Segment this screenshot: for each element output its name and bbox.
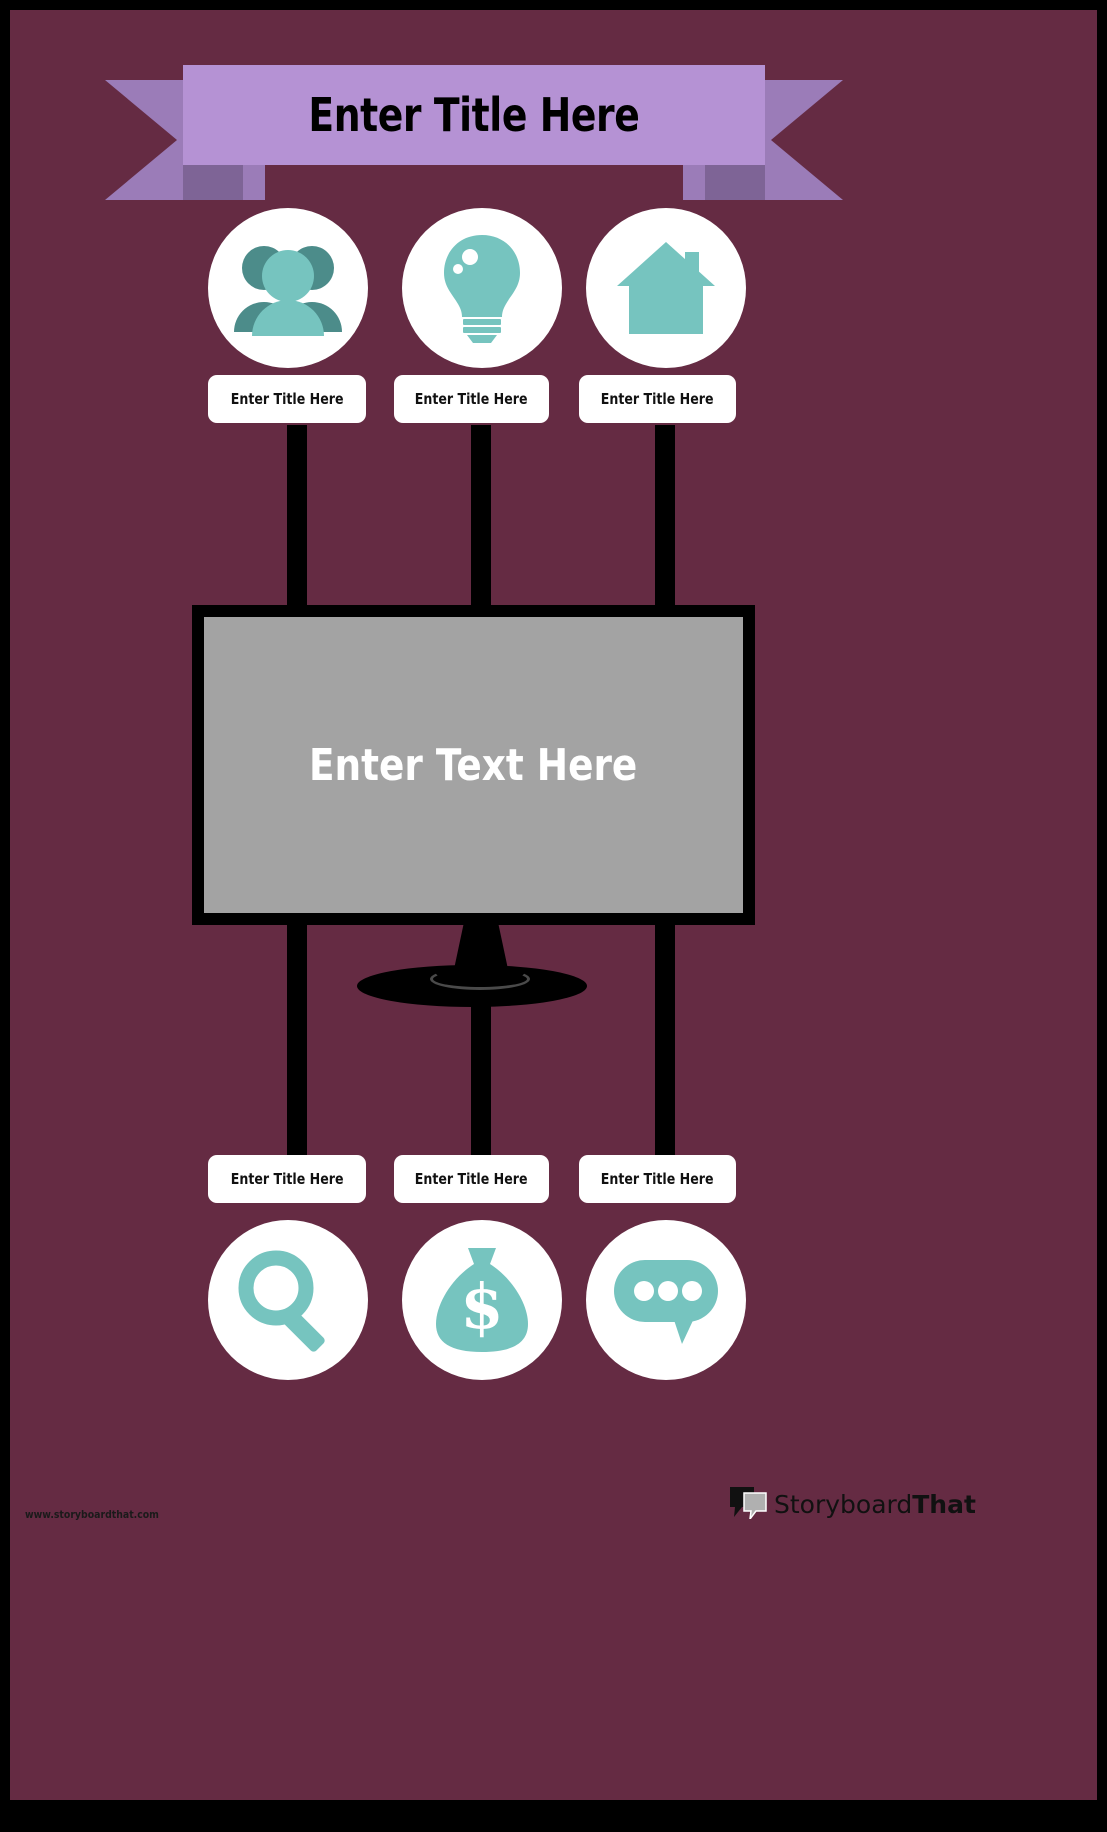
center-text[interactable]: Enter Text Here [309,739,638,791]
page-title[interactable]: Enter Title Here [308,88,640,142]
connector-center-top [471,425,491,625]
footer-url[interactable]: www.storyboardthat.com [25,1508,159,1521]
icon-circle-chat-bubble[interactable] [586,1220,746,1380]
label-pill-top-2[interactable]: Enter Title Here [394,375,549,423]
connector-right-top [655,425,675,625]
money-bag-icon: $ [432,1246,532,1354]
label-pill-top-3[interactable]: Enter Title Here [579,375,736,423]
connector-right-bottom [655,910,675,1170]
people-icon [232,240,344,336]
svg-text:$: $ [460,1270,503,1343]
icon-circle-magnifier[interactable] [208,1220,368,1380]
chat-bubble-icon [612,1254,720,1346]
speech-bubbles-icon [728,1485,768,1524]
label-pill-bottom-2[interactable]: Enter Title Here [394,1155,549,1203]
lightbulb-icon [440,233,524,343]
logo-text: StoryboardThat [774,1490,976,1519]
logo-text-second: That [912,1489,976,1519]
poster-canvas: Enter Title Here [10,10,1097,1800]
tv-stand-base-highlight [430,968,530,990]
label-pill-top-3-text: Enter Title Here [601,390,714,408]
connector-left-top [287,425,307,625]
logo-text-first: Storyboard [774,1489,913,1519]
label-pill-bottom-3-text: Enter Title Here [601,1170,714,1188]
label-pill-bottom-1-text: Enter Title Here [230,1170,344,1188]
ribbon-main-band: Enter Title Here [183,65,765,165]
label-pill-top-1-text: Enter Title Here [230,390,344,408]
label-pill-bottom-2-text: Enter Title Here [415,1170,528,1188]
label-pill-top-1[interactable]: Enter Title Here [208,375,366,423]
storyboardthat-logo[interactable]: StoryboardThat [728,1483,976,1525]
label-pill-top-2-text: Enter Title Here [415,390,528,408]
house-icon [613,240,719,336]
ribbon-fold-right [705,165,765,200]
icon-circle-people[interactable] [208,208,368,368]
connector-left-bottom [287,910,307,1170]
label-pill-bottom-3[interactable]: Enter Title Here [579,1155,736,1203]
ribbon-fold-left [183,165,243,200]
icon-circle-house[interactable] [586,208,746,368]
title-banner[interactable]: Enter Title Here [10,55,1097,200]
icon-circle-lightbulb[interactable] [402,208,562,368]
tv-screen[interactable]: Enter Text Here [204,617,743,913]
label-pill-bottom-1[interactable]: Enter Title Here [208,1155,366,1203]
icon-circle-money-bag[interactable]: $ [402,1220,562,1380]
tv-monitor: Enter Text Here [192,605,755,925]
magnifier-icon [236,1248,340,1352]
